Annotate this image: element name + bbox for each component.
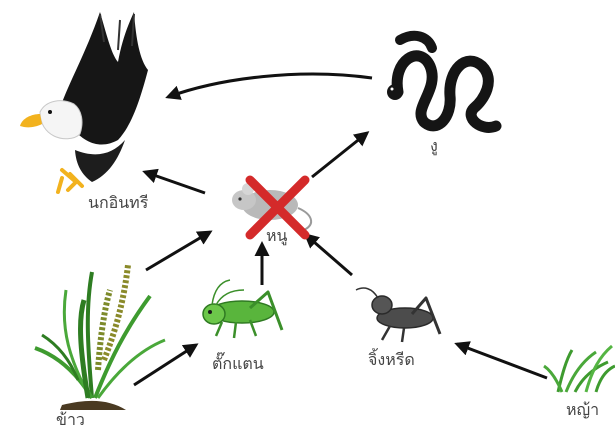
- arrow-rice-to-mouse: [146, 232, 210, 270]
- rice-label: ข้าว: [56, 412, 85, 428]
- arrow-cricket-to-mouse: [306, 235, 352, 275]
- cricket-label: จิ้งหรีด: [368, 352, 415, 368]
- grass-label: หญ้า: [566, 402, 599, 418]
- grasshopper-label: ตั๊กแตน: [212, 356, 264, 372]
- arrow-mouse-to-eagle: [145, 172, 205, 193]
- rice-plant-icon: [35, 265, 165, 410]
- eagle-label: นกอินทรี: [88, 195, 148, 211]
- arrow-snake-to-eagle: [168, 74, 372, 97]
- eagle-icon: [20, 12, 148, 192]
- cricket-icon: [356, 288, 440, 342]
- grass-icon: [544, 346, 615, 392]
- snake-label: งู: [430, 138, 438, 154]
- arrow-grass-to-cricket: [457, 344, 547, 378]
- mouse-label: หนู: [266, 228, 287, 244]
- snake-icon: [387, 36, 496, 128]
- grasshopper-icon: [203, 280, 282, 338]
- arrow-mouse-to-snake: [312, 133, 367, 177]
